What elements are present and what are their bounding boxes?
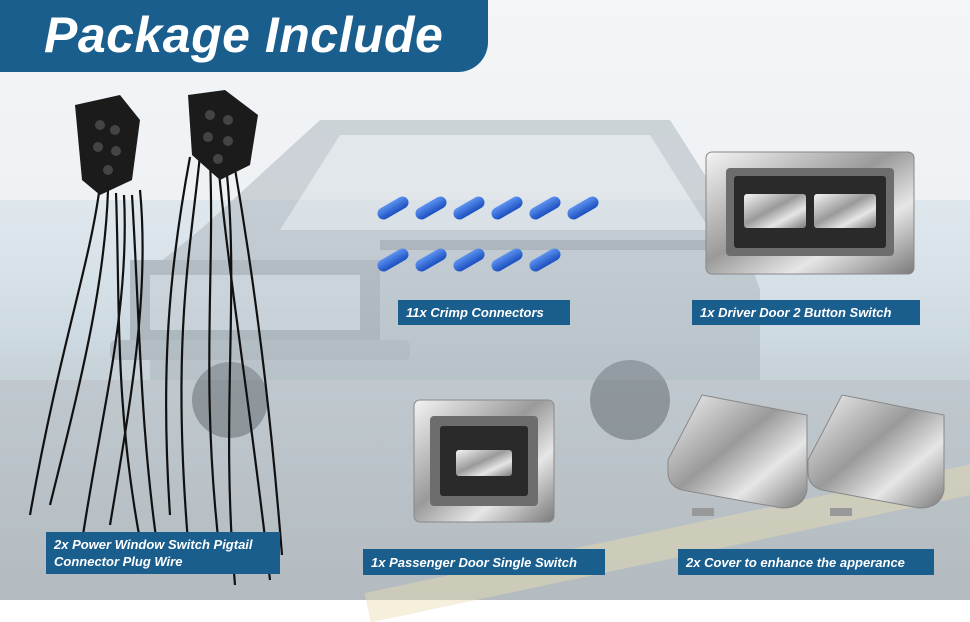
label-pigtail-wire: 2x Power Window Switch Pigtail Connector… [46,532,280,574]
pigtail-connector-right [188,90,258,180]
page-title: Package Include [44,7,444,63]
driver-switch-image [705,151,915,275]
pigtail-wires-image [28,90,284,585]
covers-image [667,394,945,516]
label-crimp-connectors: 11x Crimp Connectors [398,300,570,325]
passenger-switch-image [413,399,555,523]
title-banner: Package Include [0,0,488,72]
label-driver-switch: 1x Driver Door 2 Button Switch [692,300,920,325]
label-passenger-switch: 1x Passenger Door Single Switch [363,549,605,575]
crimp-connectors-image [377,196,599,272]
pigtail-connector-left [75,95,140,195]
label-covers: 2x Cover to enhance the apperance [678,549,934,575]
label-pigtail-line1: 2x Power Window Switch Pigtail [54,537,253,552]
label-pigtail-line2: Connector Plug Wire [54,554,183,569]
